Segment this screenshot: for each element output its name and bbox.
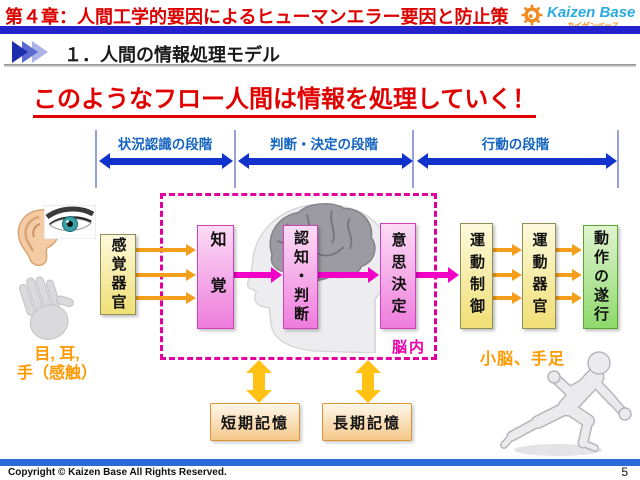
chapter-title: 第４章：人間工学的要因によるヒューマンエラー要因と防止策 [5,7,509,27]
stage-separator-line [234,130,236,188]
hand-image [18,276,74,340]
footer-divider-bar [0,459,640,466]
copyright-text: Copyright © Kaizen Base All Rights Reser… [8,467,227,478]
section-divider-line [4,64,636,67]
memory-exchange-arrow [355,360,381,403]
memory-box-short-term: 短期記憶 [210,403,300,441]
header-divider-bar [0,26,640,34]
logo-subtitle: カイゼンベース [566,20,618,31]
left-organs-line1: 目, 耳, [34,346,80,363]
memory-box-long-term: 長期記憶 [322,403,412,441]
flow-box-cognition-judgment: 認知・判断 [283,225,318,329]
stage-label-recognition: 状況認識の段階 [117,137,213,152]
left-organs-label: 目, 耳, 手（感触） [0,345,114,383]
flow-box-motor-control: 運動制御 [460,223,493,329]
gear-icon [521,4,543,26]
output-arrow [554,292,582,303]
output-arrow [554,244,582,255]
section-title: １．人間の情報処理モデル [64,45,280,65]
input-arrow [134,292,196,303]
output-arrow [491,292,522,303]
output-arrow [491,244,522,255]
left-organs-line2: 手（感触） [16,365,97,382]
stage-separator-line [617,130,619,188]
stage-span-arrow [238,153,413,169]
stage-span-arrow [417,153,617,169]
output-arrow [491,269,522,280]
page-title: このようなフロー人間は情報を処理していく！ [33,79,537,118]
stage-span-arrow [99,153,233,169]
brain-area-label: 脳内 [390,336,429,357]
flow-box-decision-making: 意思決定 [380,223,416,329]
runner-image [500,351,632,456]
process-arrow [413,266,459,283]
eye-image [44,205,96,239]
stage-label-action: 行動の段階 [481,137,550,152]
output-arrow [554,269,582,280]
page-number: 5 [621,465,628,479]
stage-label-judgment: 判断・決定の段階 [270,137,378,152]
input-arrow [134,269,196,280]
flow-box-motor-organs: 運動器官 [522,223,556,329]
logo-text: Kaizen Base [547,4,636,21]
right-organs-label: 小脳、手足 [480,351,566,368]
stage-separator-line [95,130,97,188]
chevron-right-icon [12,41,48,63]
flow-box-perception: 知覚 [197,225,234,329]
memory-exchange-arrow [246,360,272,403]
flow-box-sensory-organs: 感覚器官 [100,234,136,315]
process-arrow [231,266,282,283]
input-arrow [134,244,196,255]
process-arrow [315,266,379,283]
stage-separator-line [412,130,414,188]
flow-box-action-execution: 動作の遂行 [583,225,618,329]
